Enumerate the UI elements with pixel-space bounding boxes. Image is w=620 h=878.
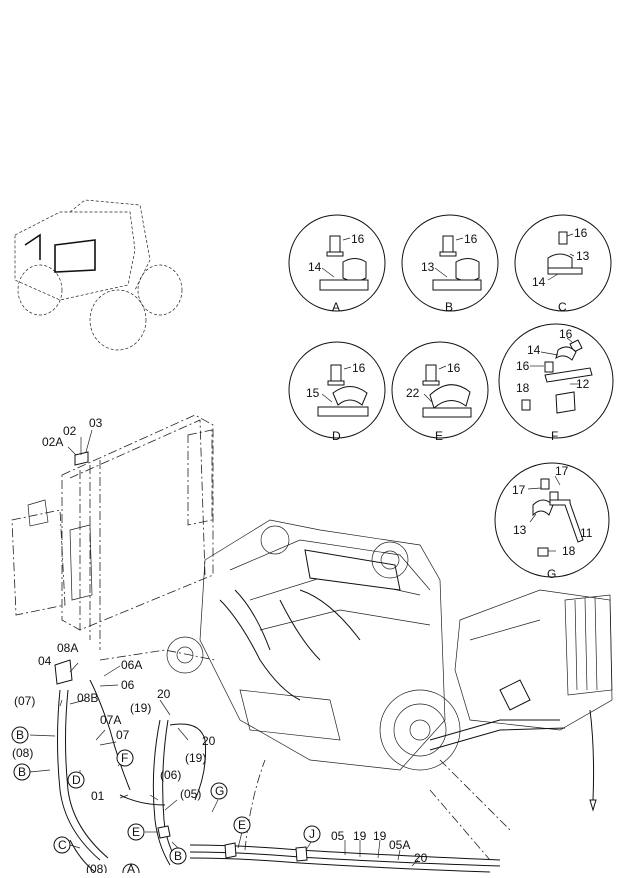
leader-lines	[29, 429, 419, 867]
callout-02a: 02A	[42, 435, 63, 449]
tag-g-1: G	[215, 784, 224, 798]
detail-e-part-22: 22	[406, 386, 420, 400]
callout-20b: 20	[202, 734, 216, 748]
callout-05p: (05)	[180, 787, 201, 801]
detail-d-part-16: 16	[352, 361, 366, 375]
callout-07a: 07A	[100, 713, 121, 727]
detail-g-part-11: 11	[580, 526, 593, 540]
callout-03: 03	[89, 416, 103, 430]
tag-b-2: B	[18, 765, 26, 779]
callout-08b: 08B	[77, 691, 98, 705]
detail-g: 17 17 13 11 18 G	[494, 462, 610, 581]
callout-labels: 02 03 02A 08A 04 06A 06 (07) 08B 20 (19)…	[12, 416, 428, 876]
detail-f: 16 14 16 18 12 F	[498, 323, 614, 443]
detail-a-part-14: 14	[308, 260, 322, 274]
engine-illustration	[166, 519, 461, 771]
detail-b-part-16: 16	[464, 232, 478, 246]
detail-g-part-17b: 17	[555, 464, 569, 478]
callout-19a: (19)	[130, 701, 151, 715]
callout-06: 06	[121, 678, 135, 692]
detail-c-part-16: 16	[574, 226, 588, 240]
detail-f-part-18: 18	[516, 381, 530, 395]
callout-05a: 05A	[389, 838, 410, 852]
callout-07b: 07	[116, 728, 130, 742]
detail-f-part-12: 12	[576, 377, 590, 391]
detail-f-part-14: 14	[527, 343, 541, 357]
callout-08: (08)	[12, 746, 33, 760]
callout-19b: (19)	[185, 751, 206, 765]
tag-c-1: C	[58, 838, 67, 852]
machine-overview-illustration	[14, 199, 183, 351]
detail-d-part-15: 15	[306, 386, 320, 400]
detail-g-letter: G	[547, 567, 556, 581]
tag-d-1: D	[72, 773, 81, 787]
callout-20c: 20	[414, 851, 428, 865]
detail-d-letter: D	[332, 429, 341, 443]
detail-c-letter: C	[558, 300, 567, 314]
callout-07: (07)	[14, 694, 35, 708]
circle-tags: B B D F G E E J C B A	[11, 726, 321, 878]
tag-j-1: J	[309, 827, 315, 841]
tag-b-1: B	[16, 728, 24, 742]
hose-lines	[54, 649, 511, 873]
tag-b-3: B	[174, 849, 182, 863]
detail-e-letter: E	[435, 429, 443, 443]
detail-b-letter: B	[445, 300, 453, 314]
detail-f-letter: F	[551, 429, 558, 443]
tag-e-2: E	[238, 818, 246, 832]
callout-05: 05	[331, 829, 345, 843]
tag-a-1: A	[127, 862, 135, 873]
detail-b: 16 13 B	[401, 214, 499, 314]
callout-08c: (08)	[86, 862, 107, 873]
detail-g-part-13: 13	[513, 523, 527, 537]
detail-a-part-16: 16	[351, 232, 365, 246]
detail-g-part-17a: 17	[512, 483, 526, 497]
detail-f-part-16: 16	[559, 327, 573, 341]
detail-b-part-13: 13	[421, 260, 435, 274]
detail-g-part-18: 18	[562, 544, 576, 558]
tag-e-1: E	[132, 825, 140, 839]
detail-c-part-13: 13	[576, 249, 590, 263]
radiator-illustration	[11, 414, 214, 650]
callout-04: 04	[38, 654, 52, 668]
callout-06a: 06A	[121, 658, 142, 672]
transmission-illustration	[429, 589, 613, 812]
callout-01: 01	[91, 789, 105, 803]
detail-a: 16 14 A	[288, 214, 386, 314]
detail-c-part-14: 14	[532, 275, 546, 289]
callout-19c: 19	[353, 829, 367, 843]
callout-02: 02	[63, 424, 77, 438]
detail-e-part-16: 16	[447, 361, 461, 375]
detail-f-part-16b: 16	[516, 359, 530, 373]
callout-06p: (06)	[160, 768, 181, 782]
callout-19d: 19	[373, 829, 387, 843]
callout-08a: 08A	[57, 641, 78, 655]
detail-a-letter: A	[332, 300, 340, 314]
detail-c: 16 13 14 C	[514, 214, 612, 314]
tag-f-1: F	[121, 751, 128, 765]
callout-20a: 20	[157, 687, 171, 701]
detail-e: 16 22 E	[391, 341, 489, 443]
detail-d: 16 15 D	[288, 341, 386, 443]
